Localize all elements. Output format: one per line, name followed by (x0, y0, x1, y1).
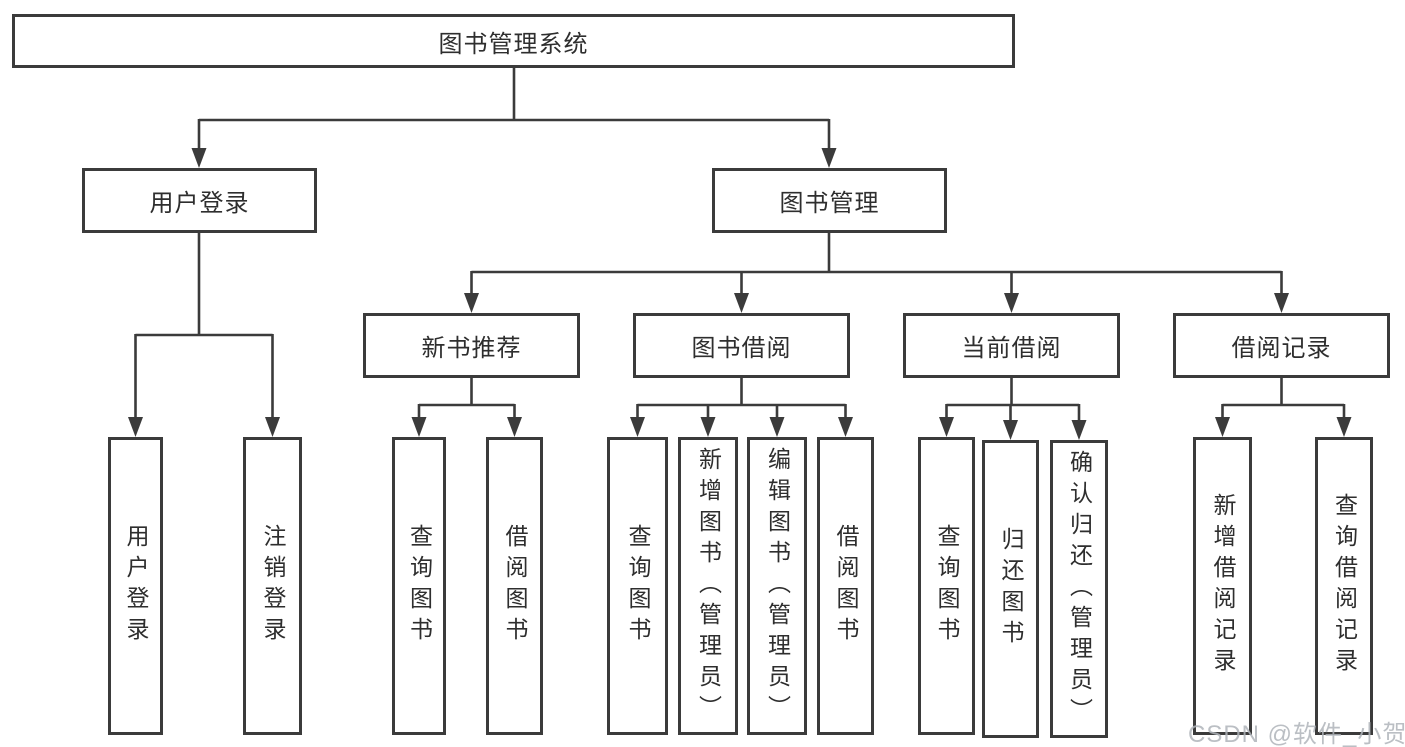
arrowhead (464, 293, 479, 313)
leaf-borrow-books-1: 借阅图书 (486, 437, 543, 735)
leaf-label: 查询图书 (406, 524, 433, 648)
node-user-login-label: 用户登录 (149, 190, 250, 217)
arrowhead (1003, 420, 1018, 440)
node-user-login: 用户登录 (82, 168, 317, 233)
node-borrow-records: 借阅记录 (1173, 313, 1390, 378)
leaf-confirm-return-admin: 确认归还（管理员） (1050, 440, 1108, 738)
leaf-add-books-admin: 新增图书（管理员） (678, 437, 738, 735)
leaf-label: 新增借阅记录 (1210, 493, 1236, 679)
leaf-query-books-3: 查询图书 (918, 437, 975, 735)
arrowhead (191, 148, 207, 168)
connector (134, 233, 274, 422)
arrowhead (821, 148, 837, 168)
arrowheads (128, 148, 1352, 440)
leaf-label: 借阅图书 (833, 524, 859, 648)
arrowhead (700, 417, 716, 437)
node-current-borrow-label: 当前借阅 (961, 335, 1062, 362)
node-root: 图书管理系统 (12, 14, 1015, 68)
connector (197, 68, 831, 153)
leaf-label: 新增图书（管理员） (695, 446, 722, 726)
arrowhead (507, 417, 522, 437)
leaf-return-books: 归还图书 (982, 440, 1039, 738)
connector (470, 233, 1283, 298)
connector-paths (134, 68, 1346, 425)
arrowhead (1071, 420, 1087, 440)
arrowhead (411, 417, 427, 437)
leaf-label: 编辑图书（管理员） (764, 446, 791, 726)
node-book-borrow-label: 图书借阅 (691, 335, 792, 362)
node-current-borrow: 当前借阅 (903, 313, 1120, 378)
node-new-book-recommend: 新书推荐 (363, 313, 580, 378)
arrowhead (838, 417, 853, 437)
connector (417, 378, 516, 422)
leaf-label: 注销登录 (260, 524, 286, 648)
node-book-management: 图书管理 (712, 168, 947, 233)
leaf-label: 查询借阅记录 (1331, 493, 1358, 679)
connector (1221, 378, 1346, 422)
connector (636, 378, 847, 422)
node-book-management-label: 图书管理 (779, 190, 880, 217)
leaf-label: 借阅图书 (502, 524, 528, 648)
leaf-logout: 注销登录 (243, 437, 302, 735)
leaf-query-books-2: 查询图书 (607, 437, 668, 735)
arrowhead (769, 417, 785, 437)
arrowhead (128, 417, 143, 437)
node-root-label: 图书管理系统 (438, 30, 589, 58)
arrowhead (734, 293, 749, 313)
csdn-watermark: CSDN @软件_小贺同学 (1188, 721, 1405, 747)
leaf-edit-books-admin: 编辑图书（管理员） (747, 437, 807, 735)
leaf-label: 查询图书 (625, 524, 651, 648)
arrowhead (1004, 293, 1019, 313)
leaf-query-books-1: 查询图书 (392, 437, 446, 735)
leaf-label: 归还图书 (998, 527, 1024, 651)
node-book-borrow: 图书借阅 (633, 313, 850, 378)
leaf-label: 用户登录 (123, 524, 149, 648)
leaf-user-login: 用户登录 (108, 437, 163, 735)
node-new-book-recommend-label: 新书推荐 (421, 335, 522, 362)
leaf-label: 查询图书 (934, 524, 960, 648)
leaf-add-borrow-record: 新增借阅记录 (1193, 437, 1252, 735)
leaf-query-borrow-record: 查询借阅记录 (1315, 437, 1373, 735)
leaf-borrow-books-2: 借阅图书 (817, 437, 874, 735)
arrowhead (1274, 293, 1289, 313)
connector (945, 378, 1081, 425)
node-borrow-records-label: 借阅记录 (1231, 335, 1332, 362)
arrowhead (630, 417, 645, 437)
arrowhead (265, 417, 280, 437)
arrowhead (1215, 417, 1230, 437)
arrowhead (939, 417, 954, 437)
arrowhead (1336, 417, 1352, 437)
leaf-label: 确认归还（管理员） (1066, 449, 1093, 729)
